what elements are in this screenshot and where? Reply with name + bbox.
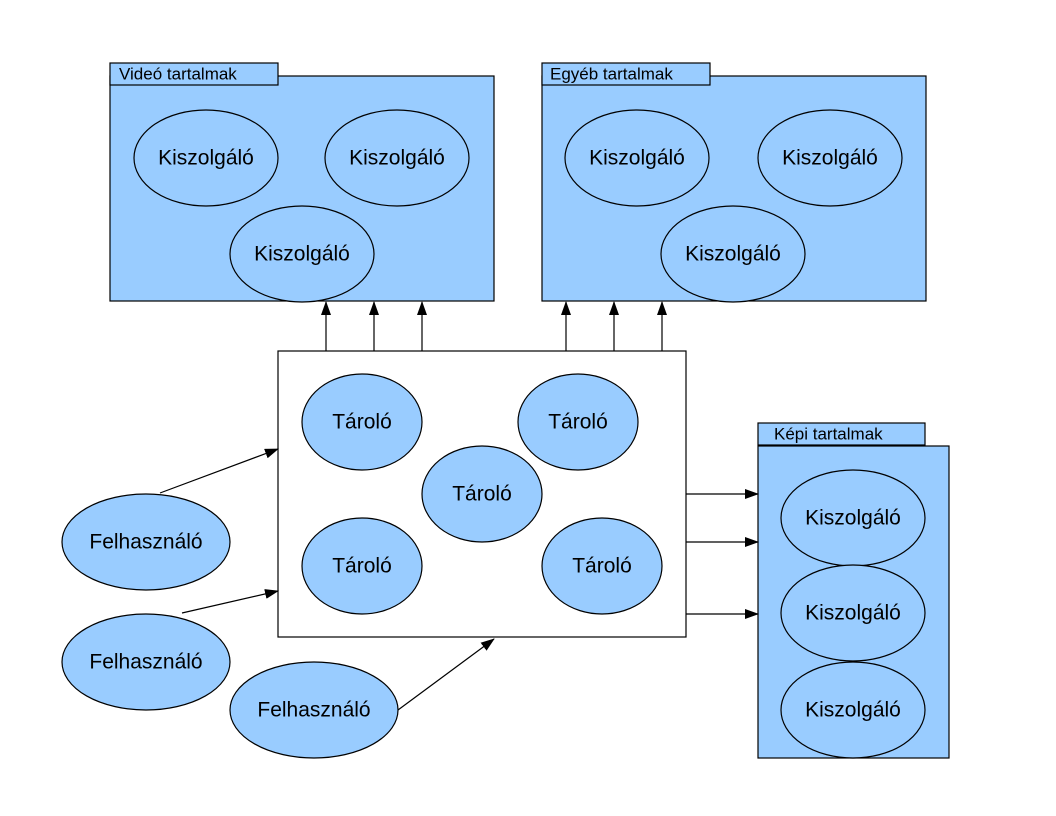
image-server-label: Kiszolgáló <box>805 507 901 530</box>
image-content-title: Képi tartalmak <box>774 425 883 444</box>
users-group: Felhasználó Felhasználó Felhasználó <box>61 493 399 759</box>
arrow-user-to-storage <box>159 448 279 494</box>
other-server-node <box>660 205 806 303</box>
storage-node-label: Tároló <box>452 483 512 506</box>
image-content-group: Képi tartalmak Kiszolgáló Kiszolgáló Kis… <box>757 422 950 759</box>
arrows-from-users <box>159 448 495 711</box>
video-server-node <box>229 205 375 303</box>
other-server-node <box>564 109 710 207</box>
storage-node <box>301 517 423 615</box>
storage-node <box>421 445 543 543</box>
video-server-node <box>324 109 470 207</box>
video-server-node <box>133 109 279 207</box>
video-server-label: Kiszolgáló <box>158 147 254 170</box>
image-content-tab <box>757 422 926 446</box>
image-server-node <box>780 564 926 662</box>
other-content-tab <box>541 62 711 86</box>
video-content-group: Videó tartalmak Kiszolgáló Kiszolgáló Ki… <box>109 62 495 303</box>
storage-node <box>541 517 663 615</box>
other-server-label: Kiszolgáló <box>685 243 781 266</box>
video-server-label: Kiszolgáló <box>349 147 445 170</box>
user-node-label: Felhasználó <box>257 699 370 722</box>
storage-group: Tároló Tároló Tároló Tároló Tároló <box>277 350 687 638</box>
image-server-label: Kiszolgáló <box>805 602 901 625</box>
storage-node-label: Tároló <box>332 555 392 578</box>
user-node <box>61 493 231 591</box>
user-node-label: Felhasználó <box>89 531 202 554</box>
storage-node <box>301 373 423 471</box>
other-server-label: Kiszolgáló <box>589 147 685 170</box>
video-content-title: Videó tartalmak <box>119 65 237 84</box>
other-content-title: Egyéb tartalmak <box>550 65 673 84</box>
arrows-to-other <box>561 301 667 351</box>
other-server-node <box>757 109 903 207</box>
storage-node-label: Tároló <box>332 411 392 434</box>
other-server-label: Kiszolgáló <box>782 147 878 170</box>
video-content-tab <box>109 62 279 86</box>
video-server-label: Kiszolgáló <box>254 243 350 266</box>
storage-node-label: Tároló <box>572 555 632 578</box>
other-content-group: Egyéb tartalmak Kiszolgáló Kiszolgáló Ki… <box>541 62 927 303</box>
arrows-to-image <box>686 489 759 619</box>
user-node <box>61 613 231 711</box>
storage-node-label: Tároló <box>548 411 608 434</box>
storage-node <box>517 373 639 471</box>
arrow-user-to-storage <box>397 638 495 711</box>
image-server-label: Kiszolgáló <box>805 699 901 722</box>
arrows-to-video <box>321 301 427 351</box>
user-node-label: Felhasználó <box>89 651 202 674</box>
image-server-node <box>780 661 926 759</box>
arrow-user-to-storage <box>181 589 279 614</box>
